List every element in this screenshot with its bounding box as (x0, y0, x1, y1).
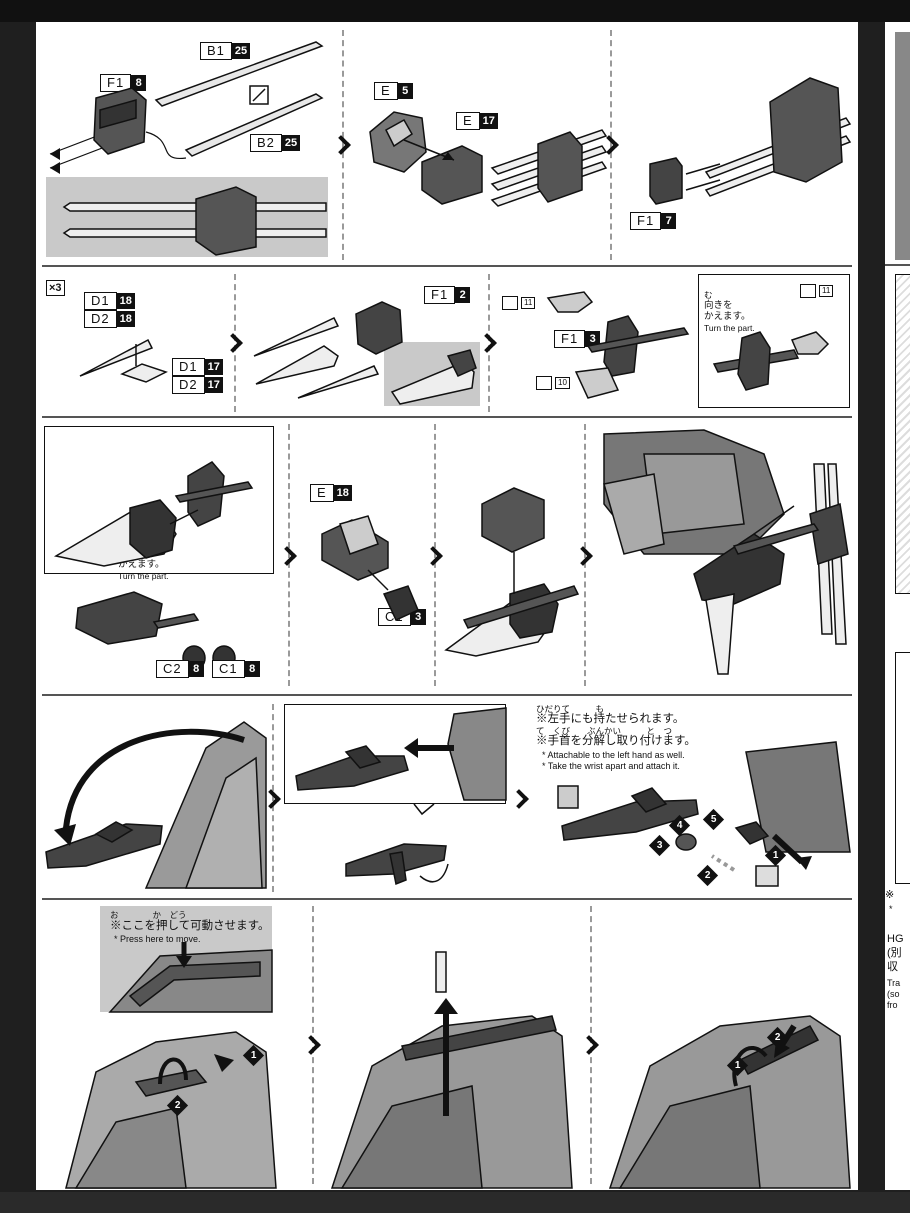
pin-remove-illustration (330, 951, 573, 1189)
edge-text: 収 (887, 961, 898, 973)
edge-text: HG (887, 933, 904, 945)
blade-clip-attach-illustration (444, 487, 580, 657)
edge-text: (別 (887, 947, 902, 959)
saber-rack-illustration (649, 77, 852, 205)
clip-assembly-illustration (321, 515, 419, 621)
hand-grip-illustration (557, 741, 851, 887)
step-divider (434, 424, 436, 686)
saber-completed-illustration (62, 186, 327, 256)
row-divider (42, 898, 852, 900)
bottom-bar (0, 1192, 910, 1213)
edge-text: * (889, 904, 893, 914)
tool-marker: 10 (536, 376, 570, 390)
shield-flip-illustration (45, 721, 267, 889)
blade-assembly-illustration (253, 301, 477, 405)
step-divider (312, 906, 314, 1184)
press-note-ruby: お か どう (110, 910, 187, 920)
completed-view-box (46, 177, 328, 257)
row-divider (885, 264, 910, 266)
turn-part-ruby: む (704, 290, 713, 300)
press-note-jp: ※ここを押して可動させます。 (110, 920, 270, 932)
edge-panel (895, 274, 910, 594)
turn-part-jp2: かえます。 (118, 559, 165, 570)
step-divider (342, 30, 344, 260)
edge-text: fro (887, 1000, 898, 1010)
blade-tip-illustration (79, 338, 168, 383)
tool-marker: 11 (800, 284, 834, 298)
press-detail-illustration (108, 942, 273, 1013)
wrist-note-ruby1: ひだりて も (536, 704, 605, 714)
step-divider (590, 906, 592, 1184)
repeat-badge: ×3 (46, 280, 65, 296)
edge-text: ※ (885, 889, 895, 901)
edge-image (895, 32, 910, 260)
turn-part-en: Turn the part. (118, 571, 169, 581)
edge-frame (895, 652, 910, 884)
wrist-note-jp2: ※手首を分解し取り付けます。 (536, 735, 696, 747)
wrist-note-en2: * Take the wrist apart and attach it. (542, 761, 680, 771)
grip-attach-illustration (295, 707, 507, 886)
top-bar (0, 0, 910, 22)
step-divider (288, 424, 290, 686)
grip-assembly-illustration (369, 111, 608, 207)
tool-marker: 11 (502, 296, 536, 310)
mobile-suit-mount-illustration (603, 429, 849, 675)
turn-part-jp: 向きを (704, 300, 733, 311)
sticker-icon (800, 284, 816, 298)
step-divider (488, 274, 490, 412)
step-divider (272, 704, 274, 892)
row-divider (42, 694, 852, 696)
press-note-en: * Press here to move. (114, 934, 201, 944)
sticker-icon (502, 296, 518, 310)
wrist-note-jp1: ※左手にも持たせられます。 (536, 713, 685, 725)
wrist-note-ruby2: て くび ぶんかい と つ (536, 726, 673, 736)
next-page-edge: ※ * HG (別 収 Tra (so fro (885, 22, 910, 1190)
turn-part-jp2: かえます。 (704, 311, 751, 322)
edge-text: (so (887, 989, 900, 999)
saber-assembly-illustration (49, 41, 324, 174)
blade-rotate-illustration (53, 461, 254, 671)
row-divider (42, 416, 852, 418)
cross-guard-illustration (546, 291, 690, 399)
pin-insert-illustration (608, 1015, 851, 1189)
step-divider (234, 274, 236, 412)
row-divider (42, 265, 852, 267)
turn-part-en: Turn the part. (704, 323, 755, 333)
step-divider (584, 424, 586, 686)
sticker-icon (536, 376, 552, 390)
edge-text: Tra (887, 978, 901, 988)
step-divider (610, 30, 612, 260)
wrist-note-en1: * Attachable to the left hand as well. (542, 750, 685, 760)
cross-guard-detail-illustration (712, 331, 830, 391)
